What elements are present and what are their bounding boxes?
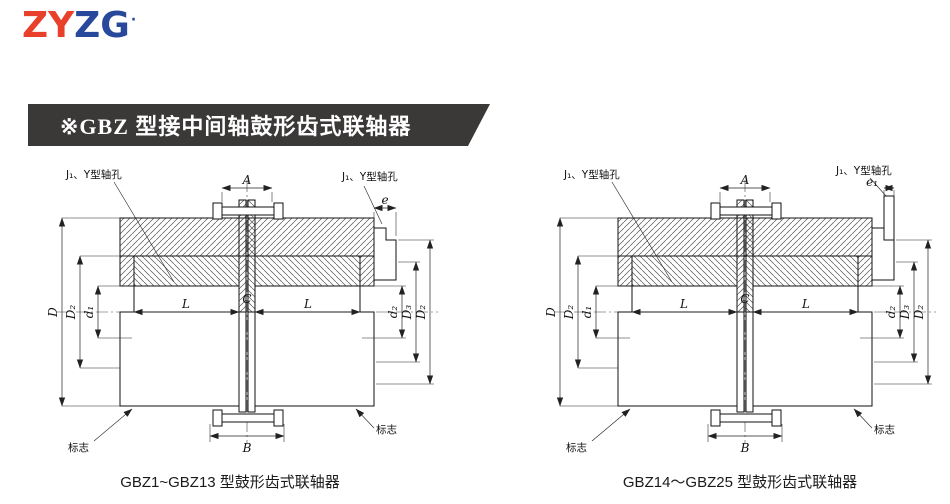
dim-label-e: e xyxy=(381,193,388,207)
section-view xyxy=(119,199,397,313)
dim-label-B: B xyxy=(242,441,252,455)
dim-label-B: B xyxy=(740,441,750,455)
dim-label-D2-left: D₂ xyxy=(64,305,78,321)
logo-text-zy: ZY xyxy=(22,5,75,46)
dim-label-A: A xyxy=(740,173,750,187)
dimension-labels: A e L C L B D D₂ d₁ d₂ D₃ D₂ J₁、Y型轴孔 J₁、… xyxy=(46,168,428,455)
dim-label-A: A xyxy=(242,173,252,187)
dim-label-C: C xyxy=(242,292,251,306)
mark-label-right: 标志 xyxy=(874,423,895,436)
dim-label-C: C xyxy=(740,292,749,306)
external-view xyxy=(119,311,375,427)
shaft-hole-label-right: J₁、Y型轴孔 xyxy=(341,170,398,183)
logo-dot-icon: · xyxy=(130,12,137,28)
dim-label-d1: d₁ xyxy=(580,306,594,319)
coupling-drawing-2: A e₁ L C L B D D₂ d₁ d₂ D₃ D₂ J₁、Y型轴孔 J₁… xyxy=(540,162,940,462)
section-title-banner: ※GBZ 型接中间轴鼓形齿式联轴器 xyxy=(28,104,490,146)
dim-label-D3: D₃ xyxy=(400,305,414,321)
dimension-lines xyxy=(58,181,434,442)
dim-label-D: D xyxy=(544,307,558,318)
shaft-hole-label-left: J₁、Y型轴孔 xyxy=(563,168,620,181)
dim-label-L-right: L xyxy=(303,297,312,311)
external-view xyxy=(617,311,873,427)
coupling-drawing-1-svg: A e L C L B D D₂ d₁ d₂ D₃ D₂ J₁、Y型轴孔 J₁、… xyxy=(46,168,438,455)
dim-label-L-left: L xyxy=(181,297,190,311)
dim-label-L-right: L xyxy=(801,297,810,311)
dimension-labels: A e₁ L C L B D D₂ d₁ d₂ D₃ D₂ J₁、Y型轴孔 J₁… xyxy=(544,164,926,455)
dim-label-D2-right: D₂ xyxy=(912,305,926,321)
dim-label-D3: D₃ xyxy=(898,305,912,321)
dim-label-d1: d₁ xyxy=(82,306,96,319)
dim-label-d2: d₂ xyxy=(884,306,898,319)
coupling-drawing-2-svg: A e₁ L C L B D D₂ d₁ d₂ D₃ D₂ J₁、Y型轴孔 J₁… xyxy=(544,164,936,455)
shaft-hole-label-right: J₁、Y型轴孔 xyxy=(835,164,892,177)
company-logo: ZYZG· xyxy=(22,8,136,44)
mark-label-right: 标志 xyxy=(376,423,397,436)
section-title: ※GBZ 型接中间轴鼓形齿式联轴器 xyxy=(60,114,412,139)
logo-text-zg: ZG xyxy=(74,5,130,46)
mark-label-left: 标志 xyxy=(566,441,587,454)
dim-label-d2: d₂ xyxy=(386,306,400,319)
mark-label-left: 标志 xyxy=(68,441,89,454)
dim-label-D2-left: D₂ xyxy=(562,305,576,321)
dimension-lines xyxy=(556,177,932,442)
dim-label-e1: e₁ xyxy=(866,175,878,189)
diagram-caption-2: GBZ14～GBZ25 型鼓形齿式联轴器 xyxy=(622,474,858,491)
dim-label-D: D xyxy=(46,307,60,318)
coupling-drawing-1: A e L C L B D D₂ d₁ d₂ D₃ D₂ J₁、Y型轴孔 J₁、… xyxy=(42,162,442,462)
dim-label-L-left: L xyxy=(679,297,688,311)
dim-label-D2-right: D₂ xyxy=(414,305,428,321)
diagram-caption-1: GBZ1~GBZ13 型鼓形齿式联轴器 xyxy=(120,474,340,491)
shaft-hole-label-left: J₁、Y型轴孔 xyxy=(65,168,122,181)
section-view xyxy=(617,195,895,313)
